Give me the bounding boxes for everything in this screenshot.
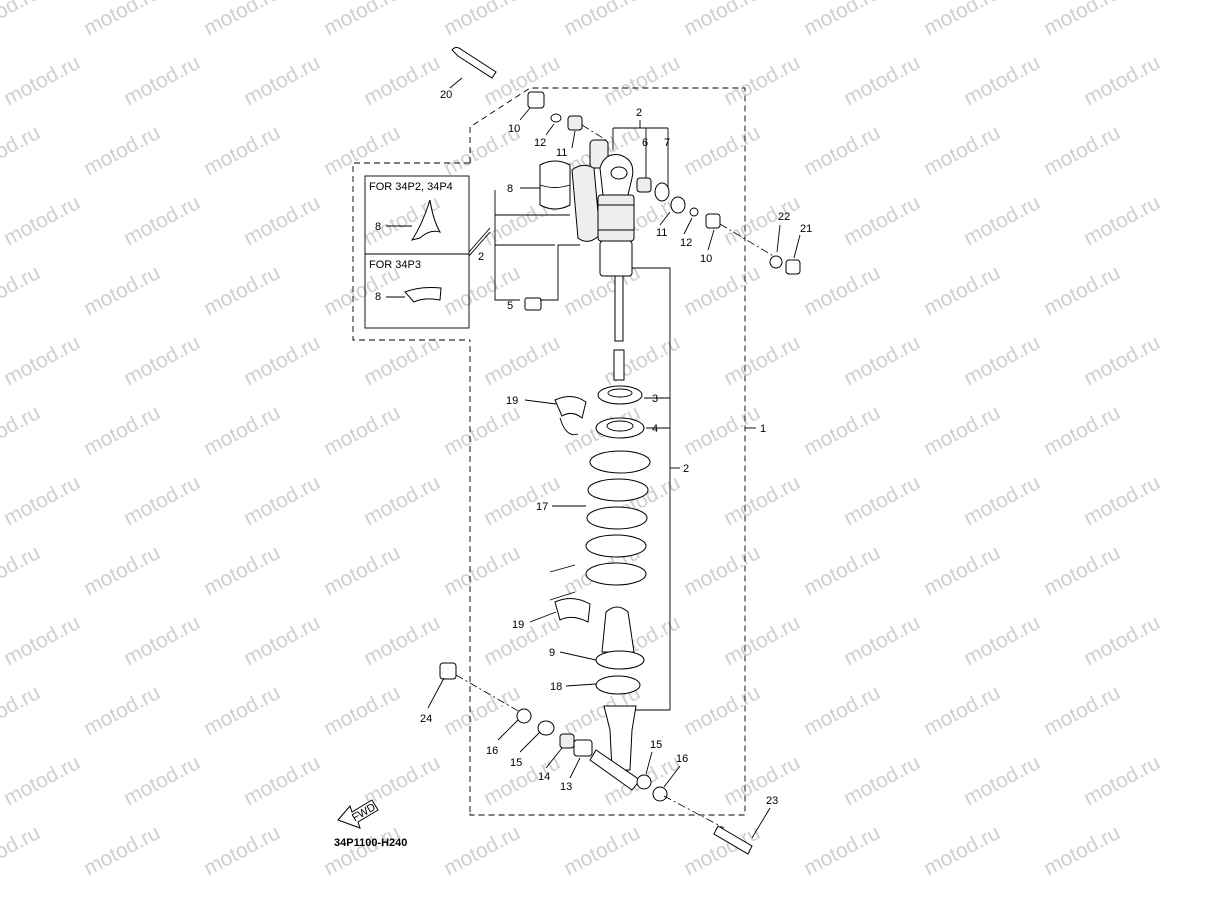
label-8-reservoir: 8 (507, 183, 513, 195)
label-19-top: 19 (506, 395, 518, 407)
label-15-left: 15 (510, 757, 522, 769)
inset-title-b: FOR 34P3 (369, 259, 421, 271)
label-16-right: 16 (676, 753, 688, 765)
leader-lines (427, 77, 801, 839)
inset-box: FOR 34P2, 34P4 FOR 34P3 (364, 175, 491, 329)
bottom-hardware (439, 662, 753, 855)
label-17: 17 (536, 501, 548, 513)
spring-adjusters (554, 385, 670, 439)
label-2-top: 2 (636, 107, 642, 119)
label-15-right: 15 (650, 739, 662, 751)
label-7: 7 (664, 137, 670, 149)
label-12-right: 12 (680, 237, 692, 249)
label-24: 24 (420, 713, 432, 725)
diagram-code: 34P1100-H240 (334, 837, 407, 849)
shock-body (597, 120, 680, 711)
label-10-right: 10 (700, 253, 712, 265)
label-23: 23 (766, 795, 778, 807)
label-9: 9 (549, 647, 555, 659)
collar-a-shape (410, 199, 442, 241)
label-11-right: 11 (656, 227, 667, 239)
part-labels: 20 10 12 11 2 6 7 11 12 10 22 21 8 8 8 2… (334, 89, 812, 849)
collar-b-shape (404, 287, 442, 303)
label-12-top: 12 (534, 137, 546, 149)
label-8-inset-b: 8 (375, 291, 381, 303)
inset-dashed-frame (352, 162, 470, 341)
label-16-left: 16 (486, 745, 498, 757)
label-6: 6 (642, 137, 648, 149)
label-8-inset-a: 8 (375, 221, 381, 233)
label-1: 1 (760, 423, 766, 435)
fwd-arrow: FWD (337, 799, 379, 829)
reservoir-group (494, 139, 609, 311)
label-2-left: 2 (478, 251, 484, 263)
label-2-right: 2 (683, 463, 689, 475)
label-3: 3 (652, 393, 658, 405)
label-20: 20 (440, 89, 452, 101)
label-19-bottom: 19 (512, 619, 524, 631)
label-13: 13 (560, 781, 572, 793)
assembly-boundary (469, 87, 746, 816)
label-5: 5 (507, 300, 513, 312)
label-10-top: 10 (508, 123, 520, 135)
lower-components (549, 564, 645, 791)
top-hardware (451, 47, 801, 275)
label-18: 18 (550, 681, 562, 693)
label-14: 14 (538, 771, 550, 783)
inset-title-a: FOR 34P2, 34P4 (369, 181, 453, 193)
label-21: 21 (800, 223, 812, 235)
spring (585, 450, 651, 586)
fwd-label: FWD (350, 801, 378, 824)
label-4: 4 (652, 423, 658, 435)
label-22: 22 (778, 211, 790, 223)
label-11-top: 11 (556, 147, 567, 159)
